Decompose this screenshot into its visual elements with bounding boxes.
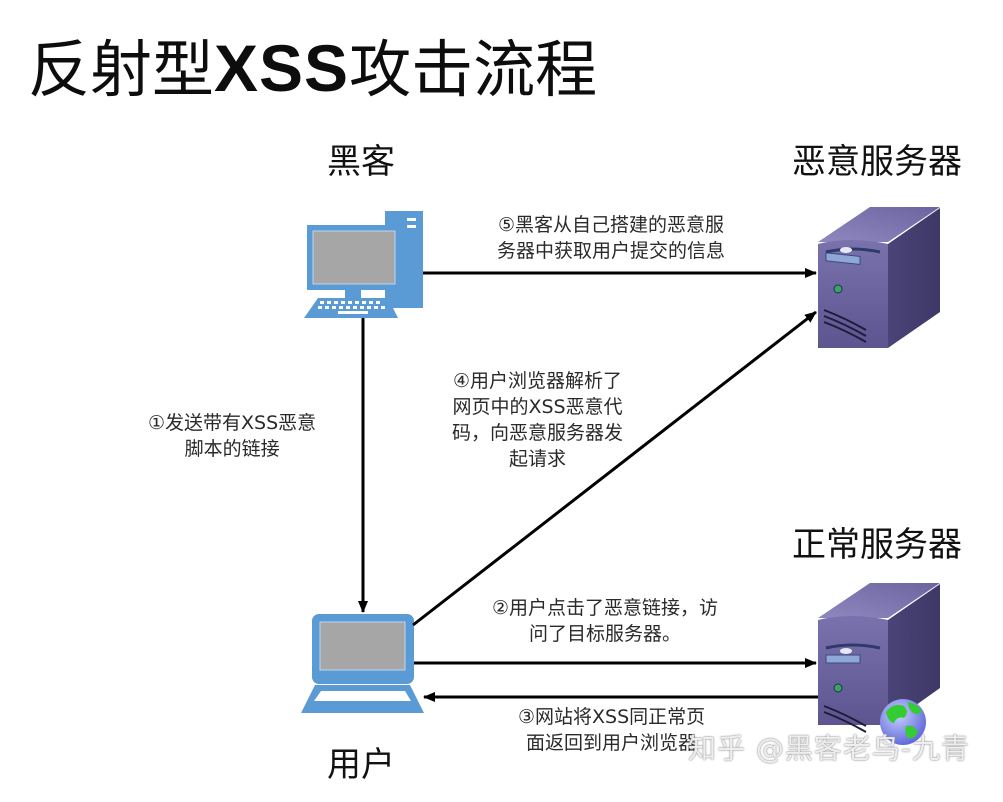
step-1-label: ①发送带有XSS恶意 脚本的链接 [148, 410, 316, 462]
step-3-line-2: 面返回到用户浏览器 [526, 732, 698, 754]
step-3-label: ③网站将XSS同正常页 面返回到用户浏览器 [518, 704, 705, 756]
step-2-line-1: ②用户点击了恶意链接，访 [492, 597, 719, 619]
hacker-label: 黑客 [327, 142, 395, 182]
diagram-title: 反射型XSS攻击流程 [28, 28, 597, 110]
step-5-label: ⑤黑客从自己搭建的恶意服 务器中获取用户提交的信息 [497, 212, 725, 264]
step-2-line-2: 问了目标服务器。 [529, 623, 682, 645]
step-1-line-2: 脚本的链接 [184, 438, 280, 460]
malicious-server-label: 恶意服务器 [792, 142, 962, 182]
step-2-label: ②用户点击了恶意链接，访 问了目标服务器。 [492, 595, 718, 647]
step-5-line-1: ⑤黑客从自己搭建的恶意服 [497, 214, 725, 236]
step-4-label: ④用户浏览器解析了 网页中的XSS恶意代 码，向恶意服务器发 起请求 [452, 368, 623, 472]
title-prefix: 反射型 [28, 33, 215, 106]
title-suffix: 攻击流程 [349, 33, 598, 106]
step-4-line-4: 起请求 [509, 448, 567, 470]
step-4-line-1: ④用户浏览器解析了 [452, 370, 623, 392]
normal-server-label: 正常服务器 [792, 525, 962, 565]
step-4-line-2: 网页中的XSS恶意代 [452, 396, 623, 418]
arrow-step-4 [412, 310, 817, 627]
globe-icon [880, 699, 926, 745]
watermark: 知乎 @黑客老鸟-九青 [688, 732, 971, 765]
step-1-line-1: ①发送带有XSS恶意 [148, 412, 317, 434]
user-label: 用户 [327, 745, 395, 785]
step-4-line-3: 码，向恶意服务器发 [452, 422, 624, 444]
hacker-computer-icon [304, 211, 423, 318]
user-laptop-icon [301, 614, 424, 713]
title-highlight: XSS [214, 31, 350, 105]
step-3-line-1: ③网站将XSS同正常页 [518, 706, 706, 728]
malicious-server-icon [818, 207, 940, 348]
step-5-line-2: 务器中获取用户提交的信息 [497, 240, 726, 262]
normal-server-icon [818, 583, 940, 733]
